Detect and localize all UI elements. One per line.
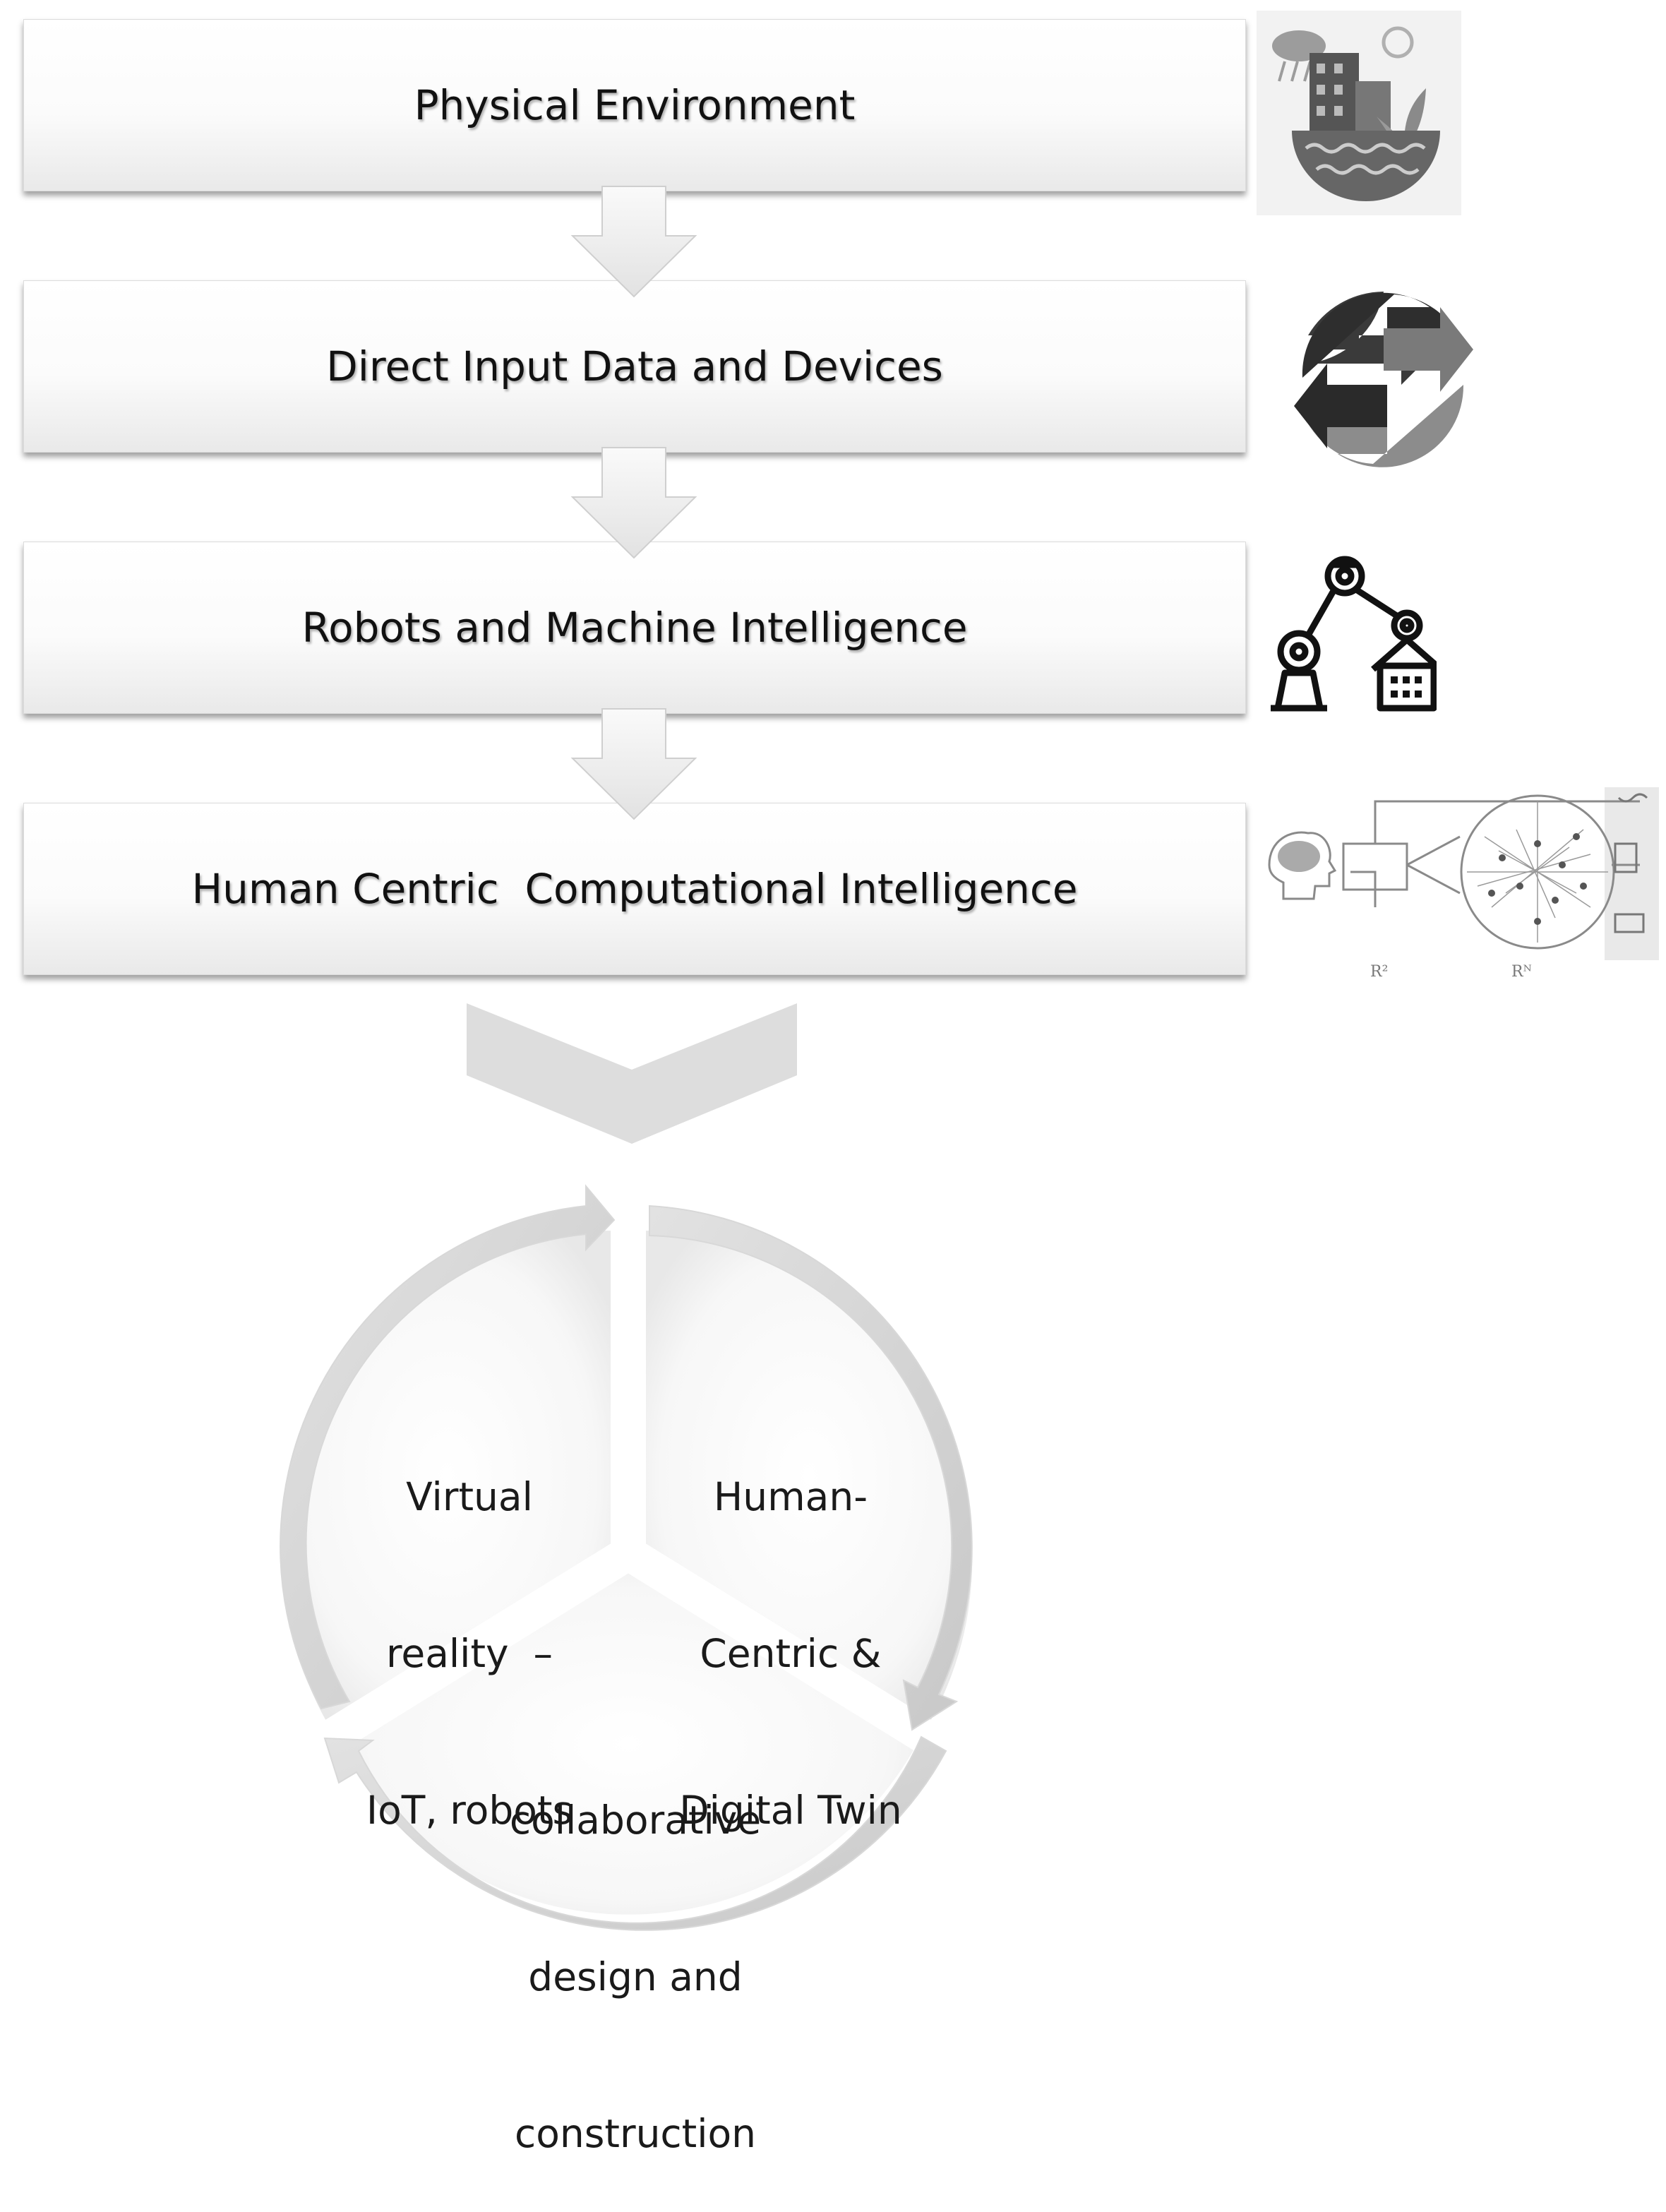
stage-direct-input: Direct Input Data and Devices: [23, 280, 1246, 453]
down-arrow-1: [570, 186, 697, 298]
brain-network-icon: R² Rᴺ: [1268, 787, 1659, 981]
stage-label: Physical Environment: [414, 81, 856, 129]
text-line: Digital Twin: [679, 1788, 902, 1833]
cycle-diagram: [280, 1184, 977, 1931]
stage-label: Direct Input Data and Devices: [326, 342, 943, 390]
text-line: construction: [514, 2111, 757, 2156]
city-environment-icon: [1257, 11, 1461, 215]
cycle-text-human-centric: Human- Centric & Digital Twin: [664, 1366, 918, 1889]
text-line: design and: [528, 1954, 743, 1999]
robotic-arm-house-icon: [1271, 556, 1437, 712]
network-caption-right: Rᴺ: [1511, 963, 1532, 981]
text-line: collaborative: [509, 1798, 762, 1843]
down-arrow-2: [570, 447, 697, 559]
text-line: Virtual: [406, 1474, 533, 1519]
cycle-arrow-left: [280, 1184, 616, 1710]
cycle-arrow-bottom: [323, 1735, 947, 1931]
chevron-down-icon: [467, 1003, 797, 1144]
stage-physical-environment: Physical Environment: [23, 19, 1246, 191]
network-caption-left: R²: [1370, 963, 1388, 981]
data-exchange-arrows-icon: [1294, 292, 1473, 467]
stage-robots-machine-intelligence: Robots and Machine Intelligence: [23, 542, 1246, 714]
cycle-text-virtual-reality: Virtual reality – IoT, robots: [349, 1366, 589, 1889]
text-line: IoT, robots: [366, 1788, 573, 1833]
stage-label: Human Centric Computational Intelligence: [191, 865, 1078, 913]
stage-label: Robots and Machine Intelligence: [301, 604, 968, 652]
cycle-arrow-right: [649, 1204, 973, 1731]
cycle-text-collaborative-design: collaborative design and construction: [487, 1690, 784, 2212]
text-line: Centric &: [700, 1631, 882, 1676]
stage-human-centric-intelligence: Human Centric Computational Intelligence: [23, 803, 1246, 975]
text-line: Human-: [713, 1474, 868, 1519]
text-line: reality –: [385, 1631, 553, 1676]
down-arrow-3: [570, 708, 697, 820]
